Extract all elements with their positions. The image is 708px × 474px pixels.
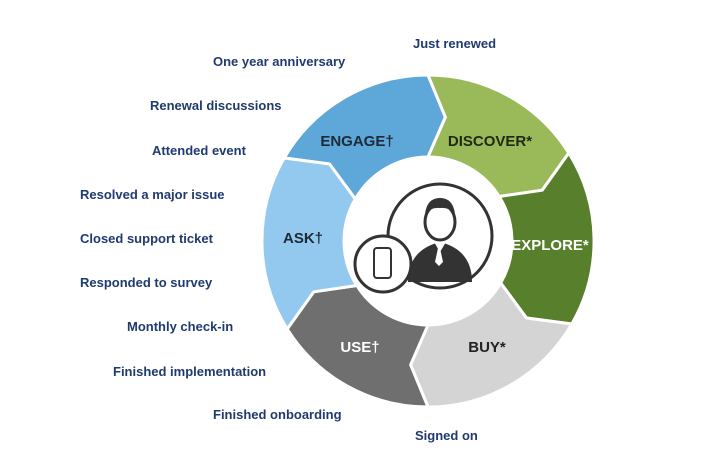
event-label: Signed on [415, 428, 478, 443]
stage-label-ask: ASK† [283, 230, 323, 247]
stage-label-explore: EXPLORE* [511, 237, 589, 254]
stage-label-discover: DISCOVER* [448, 133, 532, 150]
event-label: Finished implementation [113, 364, 267, 379]
stage-label-engage: ENGAGE† [320, 133, 393, 150]
event-label: Attended event [152, 143, 246, 158]
stage-label-use: USE† [340, 339, 379, 356]
event-label: Monthly check-in [127, 319, 234, 334]
person-icon [386, 182, 494, 290]
event-label: Closed support ticket [80, 231, 213, 246]
smartphone-icon [353, 234, 413, 294]
event-label: Responded to survey [80, 275, 213, 290]
event-label: Just renewed [413, 36, 497, 51]
segment-ask [260, 156, 359, 331]
event-label: One year anniversary [213, 54, 346, 69]
event-label: Renewal discussions [150, 98, 282, 113]
event-label: Finished onboarding [213, 407, 342, 422]
event-label: Resolved a major issue [80, 187, 225, 202]
stage-label-buy: BUY* [468, 339, 506, 356]
